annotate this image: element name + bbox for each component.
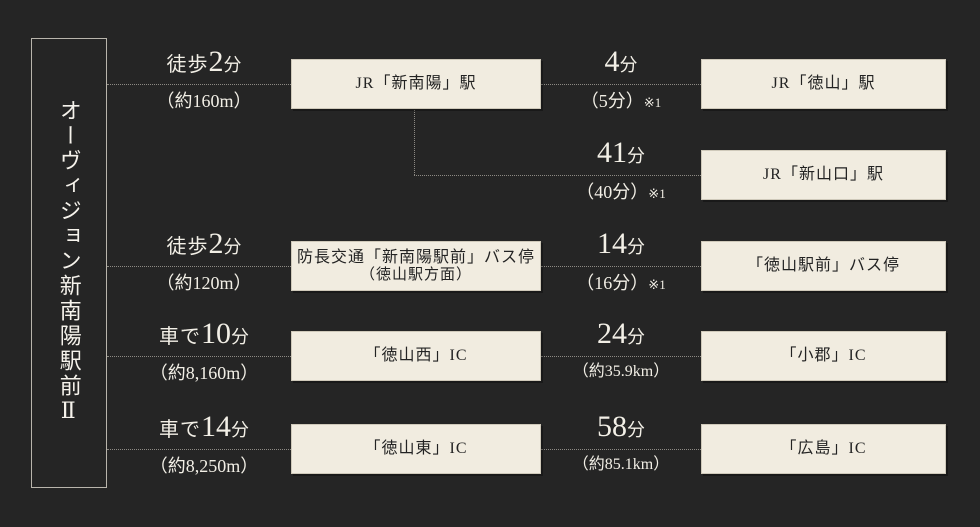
leg-origin-row1-distance-wrap: （約160m） bbox=[117, 84, 291, 111]
leg-mid-right-row1-note: ※1 bbox=[643, 95, 662, 110]
leg-mid-right-row1-number: 4 bbox=[604, 45, 620, 78]
leg-origin-row3-distance-wrap: （約8,160m） bbox=[117, 356, 291, 383]
node-hiroshima-ic[interactable]: 「広島」IC bbox=[701, 424, 946, 474]
leg-origin-row4-time: 車で14分 bbox=[117, 412, 291, 449]
node-jr-tokuyama-station[interactable]: JR「徳山」駅 bbox=[701, 59, 946, 109]
leg-mid-right-row2-unit: 分 bbox=[627, 146, 645, 166]
connector-mid-right-row5 bbox=[541, 449, 701, 450]
connector-mid-right-row4 bbox=[541, 356, 701, 357]
leg-mid-right-row5-detail: （約85.1km） bbox=[572, 456, 670, 473]
leg-mid-right-row3-detail: （16分） bbox=[576, 273, 649, 293]
leg-mid-right-row2-time: 41分 bbox=[541, 138, 701, 175]
node-ogori-ic-label: 「小郡」IC bbox=[780, 347, 867, 365]
node-tokuyama-higashi-ic[interactable]: 「徳山東」IC bbox=[291, 424, 541, 474]
connector-branch-horizontal bbox=[414, 175, 701, 176]
leg-origin-row4-distance: （約8,250m） bbox=[149, 456, 259, 476]
leg-mid-right-row2-number: 41 bbox=[597, 136, 627, 169]
leg-origin-row3-distance: （約8,160m） bbox=[149, 363, 259, 383]
leg-mid-right-row4-detail-wrap: （約35.9km） bbox=[541, 356, 701, 380]
leg-origin-row3-unit: 分 bbox=[231, 327, 249, 347]
origin-property-box: オーヴィジョン新南陽駅前Ⅱ bbox=[31, 38, 107, 488]
node-jr-shinyamaguchi-station-label: JR「新山口」駅 bbox=[763, 166, 884, 184]
node-tokuyama-nishi-ic[interactable]: 「徳山西」IC bbox=[291, 331, 541, 381]
leg-mid-right-row3-note: ※1 bbox=[648, 277, 666, 292]
leg-origin-row4-unit: 分 bbox=[231, 420, 249, 440]
leg-origin-row3-time: 車で10分 bbox=[117, 319, 291, 356]
leg-mid-right-row1-unit: 分 bbox=[619, 55, 638, 75]
leg-origin-row2-time: 徒歩2分 bbox=[117, 229, 291, 266]
leg-origin-row2-distance: （約120m） bbox=[156, 273, 252, 293]
leg-mid-right-row1-time: 4分 bbox=[541, 47, 701, 84]
leg-origin-row4-number: 14 bbox=[201, 410, 231, 443]
leg-mid-right-row3-unit: 分 bbox=[627, 237, 645, 257]
node-bochokotsu-shinnanyo-ekimae-busstop[interactable]: 防長交通「新南陽駅前」バス停 （徳山駅方面） bbox=[291, 241, 541, 291]
connector-origin-row2 bbox=[107, 266, 291, 267]
node-jr-shinnanyo-station[interactable]: JR「新南陽」駅 bbox=[291, 59, 541, 109]
leg-mid-right-row1-detail-wrap: （5分）※1 bbox=[541, 84, 701, 111]
leg-mid-right-row4-unit: 分 bbox=[627, 327, 645, 347]
leg-origin-row1-unit: 分 bbox=[223, 55, 242, 75]
node-tokuyama-nishi-ic-label: 「徳山西」IC bbox=[364, 347, 468, 365]
leg-mid-right-row5-time: 58分 bbox=[541, 412, 701, 449]
leg-mid-right-row3-time: 14分 bbox=[541, 229, 701, 266]
node-hiroshima-ic-label: 「広島」IC bbox=[780, 440, 867, 458]
leg-origin-row2-distance-wrap: （約120m） bbox=[117, 266, 291, 293]
leg-origin-row4-distance-wrap: （約8,250m） bbox=[117, 449, 291, 476]
connector-mid-right-row3 bbox=[541, 266, 701, 267]
leg-mid-right-row2-note: ※1 bbox=[648, 186, 666, 201]
leg-origin-row1-number: 2 bbox=[208, 45, 224, 78]
leg-mid-right-row4-detail: （約35.9km） bbox=[572, 363, 670, 380]
node-jr-tokuyama-station-label: JR「徳山」駅 bbox=[771, 75, 876, 93]
leg-origin-row1-mode: 徒歩 bbox=[166, 54, 209, 76]
leg-origin-row3-number: 10 bbox=[201, 317, 231, 350]
leg-mid-right-row1-detail: （5分） bbox=[580, 91, 644, 111]
node-jr-shinnanyo-station-label: JR「新南陽」駅 bbox=[355, 75, 477, 93]
leg-origin-row3-mode: 車で bbox=[159, 326, 201, 348]
leg-mid-right-row2-detail-wrap: （40分）※1 bbox=[541, 175, 701, 202]
leg-mid-right-row5-detail-wrap: （約85.1km） bbox=[541, 449, 701, 473]
node-bochokotsu-shinnanyo-ekimae-busstop-label: 防長交通「新南陽駅前」バス停 bbox=[296, 248, 535, 266]
node-jr-shinyamaguchi-station[interactable]: JR「新山口」駅 bbox=[701, 150, 946, 200]
leg-origin-row2-number: 2 bbox=[208, 227, 224, 260]
leg-mid-right-row4-time: 24分 bbox=[541, 319, 701, 356]
connector-origin-row1 bbox=[107, 84, 291, 85]
node-tokuyama-higashi-ic-label: 「徳山東」IC bbox=[364, 440, 468, 458]
connector-origin-row3 bbox=[107, 356, 291, 357]
connector-origin-row4 bbox=[107, 449, 291, 450]
origin-property-label: オーヴィジョン新南陽駅前Ⅱ bbox=[56, 99, 82, 427]
leg-mid-right-row5-unit: 分 bbox=[627, 420, 645, 440]
connector-mid-right-row1 bbox=[541, 84, 701, 85]
leg-origin-row4-mode: 車で bbox=[159, 419, 201, 441]
leg-mid-right-row5-number: 58 bbox=[597, 410, 627, 443]
leg-mid-right-row3-detail-wrap: （16分）※1 bbox=[541, 266, 701, 293]
leg-origin-row1-time: 徒歩2分 bbox=[117, 47, 291, 84]
leg-mid-right-row2-detail: （40分） bbox=[576, 182, 649, 202]
leg-mid-right-row3-number: 14 bbox=[597, 227, 627, 260]
node-ogori-ic[interactable]: 「小郡」IC bbox=[701, 331, 946, 381]
node-tokuyama-ekimae-busstop[interactable]: 「徳山駅前」バス停 bbox=[701, 241, 946, 291]
leg-origin-row2-mode: 徒歩 bbox=[166, 236, 209, 258]
node-tokuyama-ekimae-busstop-label: 「徳山駅前」バス停 bbox=[746, 257, 900, 275]
leg-origin-row1-distance: （約160m） bbox=[156, 91, 252, 111]
leg-mid-right-row4-number: 24 bbox=[597, 317, 627, 350]
node-bochokotsu-shinnanyo-ekimae-busstop-sublabel: （徳山駅方面） bbox=[359, 267, 472, 284]
leg-origin-row2-unit: 分 bbox=[223, 237, 242, 257]
connector-branch-vertical bbox=[414, 108, 415, 175]
